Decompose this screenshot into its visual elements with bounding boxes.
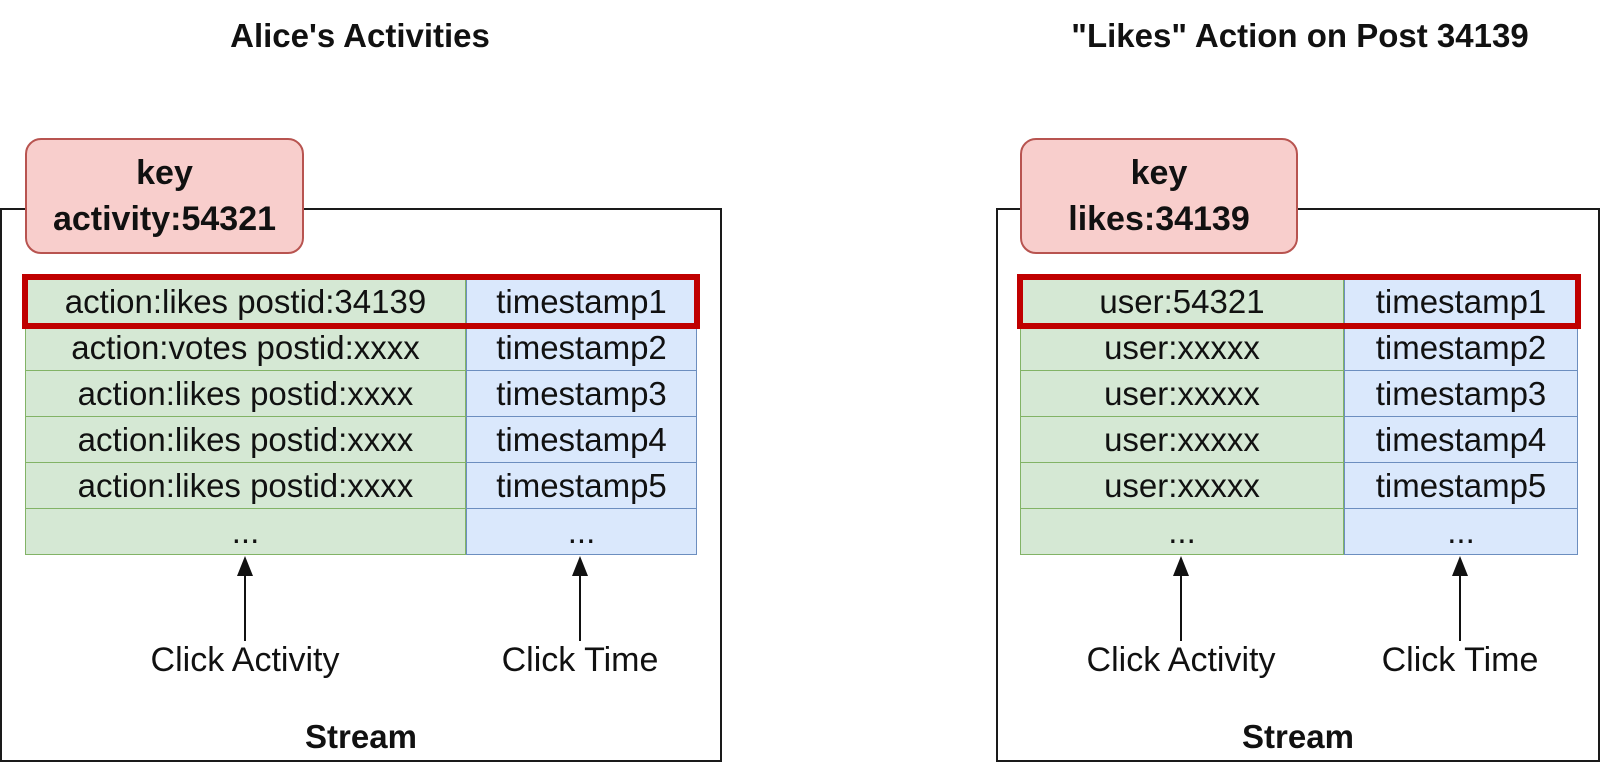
timestamp-cell: timestamp1 (1344, 278, 1578, 325)
activity-cell: action:likes postid:34139 (25, 278, 466, 325)
activity-cell: ... (25, 508, 466, 555)
activity-cell: user:xxxxx (1020, 324, 1344, 371)
timestamp-cell: timestamp3 (1344, 370, 1578, 417)
key-label: key (1130, 154, 1188, 192)
timestamp-cell: timestamp1 (466, 278, 697, 325)
panel-title: "Likes" Action on Post 34139 (1071, 17, 1529, 54)
caption-click-activity: Click Activity (1086, 641, 1276, 679)
timestamp-cell: timestamp5 (1344, 462, 1578, 509)
activity-cell: user:54321 (1020, 278, 1344, 325)
stream-key: key activity:54321 (25, 138, 304, 254)
stream-entry-row: ...... (1020, 508, 1578, 555)
key-value: likes:34139 (1068, 200, 1250, 238)
activity-cell: action:votes postid:xxxx (25, 324, 466, 371)
timestamp-cell: timestamp5 (466, 462, 697, 509)
activity-cell: action:likes postid:xxxx (25, 416, 466, 463)
activity-cell: action:likes postid:xxxx (25, 462, 466, 509)
activity-cell: user:xxxxx (1020, 462, 1344, 509)
activity-cell: user:xxxxx (1020, 416, 1344, 463)
stream-key: key likes:34139 (1020, 138, 1298, 254)
caption-click-time: Click Time (501, 641, 659, 679)
activity-cell: user:xxxxx (1020, 370, 1344, 417)
timestamp-cell: timestamp4 (466, 416, 697, 463)
activity-cell: action:likes postid:xxxx (25, 370, 466, 417)
key-value: activity:54321 (52, 200, 277, 238)
panel-title: Alice's Activities (230, 17, 490, 54)
stream-entry-row: ...... (25, 508, 697, 555)
stream-label: Stream (1242, 718, 1354, 755)
timestamp-cell: timestamp2 (1344, 324, 1578, 371)
activity-cell: ... (1020, 508, 1344, 555)
caption-click-time: Click Time (1381, 641, 1539, 679)
stream-label: Stream (305, 718, 417, 755)
timestamp-cell: ... (466, 508, 697, 555)
key-label: key (136, 154, 193, 192)
timestamp-cell: timestamp2 (466, 324, 697, 371)
caption-click-activity: Click Activity (150, 641, 340, 679)
timestamp-cell: timestamp4 (1344, 416, 1578, 463)
timestamp-cell: timestamp3 (466, 370, 697, 417)
timestamp-cell: ... (1344, 508, 1578, 555)
